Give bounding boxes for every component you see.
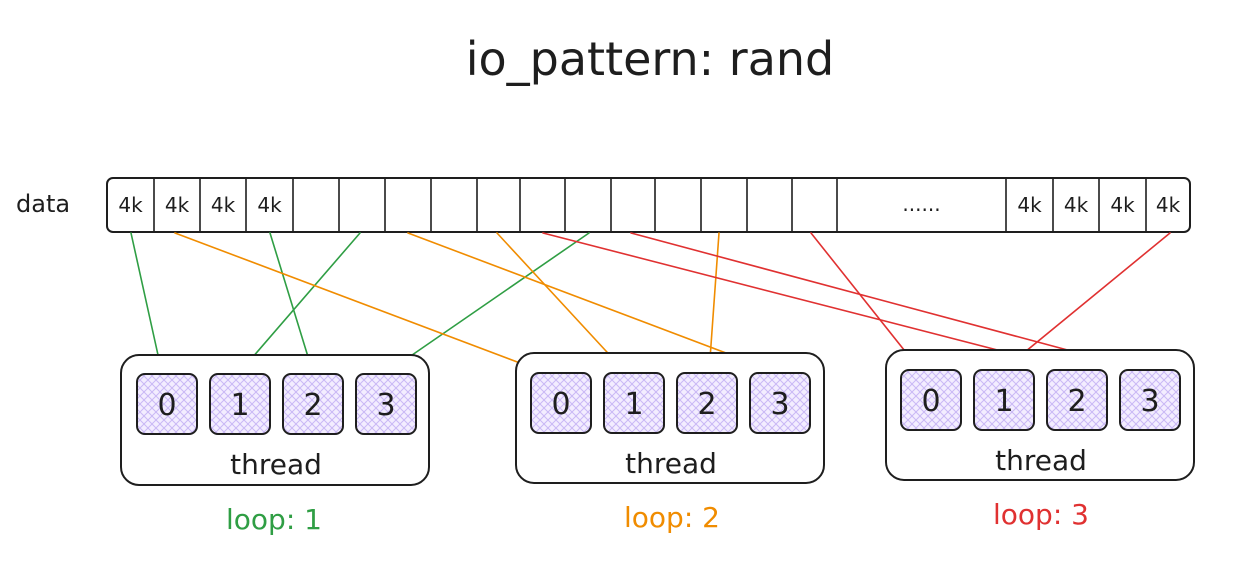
slot-box: [282, 373, 344, 435]
thread-slot-0: 0: [530, 372, 592, 434]
cell-label: 4k: [1156, 193, 1181, 217]
connection-line-loop-2: [407, 232, 780, 374]
diagram-title: io_pattern: rand: [466, 32, 835, 86]
cell-ellipsis: ......: [902, 192, 940, 216]
slot-label: 3: [376, 388, 395, 423]
slot-box: [530, 372, 592, 434]
slot-label: 0: [551, 387, 570, 422]
thread-group-2: 0 1 2 3 thread: [515, 352, 825, 484]
thread-label: thread: [625, 447, 717, 480]
connection-line-loop-3: [542, 232, 1076, 371]
slot-box: [603, 372, 665, 434]
thread-box: [885, 349, 1195, 481]
thread-group-3: 0 1 2 3 thread: [885, 349, 1195, 481]
slot-box: [900, 369, 962, 431]
thread-box: [515, 352, 825, 484]
data-label: data: [16, 190, 70, 218]
slot-label: 2: [1067, 384, 1086, 419]
slot-box: [749, 372, 811, 434]
cell-label: 4k: [257, 193, 282, 217]
thread-slot-1: 1: [973, 369, 1035, 431]
cell-label: 4k: [1064, 193, 1089, 217]
thread-label: thread: [230, 448, 322, 481]
connection-line-loop-3: [630, 232, 1143, 371]
thread-slot-1: 1: [209, 373, 271, 435]
connection-line-loop-2: [174, 232, 558, 378]
slot-box: [1046, 369, 1108, 431]
thread-label: thread: [995, 444, 1087, 477]
slot-label: 0: [157, 388, 176, 423]
slot-label: 1: [624, 387, 643, 422]
cell-label: 4k: [1110, 193, 1135, 217]
loop-label-2: loop: 2: [624, 501, 720, 534]
slot-label: 3: [1140, 384, 1159, 419]
thread-slot-3: 3: [1119, 369, 1181, 431]
slot-box: [676, 372, 738, 434]
slot-box: [355, 373, 417, 435]
cell-label: 4k: [1017, 193, 1042, 217]
cell-label: 4k: [165, 193, 190, 217]
slot-box: [209, 373, 271, 435]
slot-label: 1: [230, 388, 249, 423]
slot-label: 2: [303, 388, 322, 423]
thread-slot-2: 2: [1046, 369, 1108, 431]
connection-line-loop-1: [130, 232, 163, 374]
slot-label: 1: [994, 384, 1013, 419]
connection-line-loop-1: [269, 232, 314, 374]
slot-label: 0: [921, 384, 940, 419]
connection-line-loop-3: [1002, 232, 1171, 371]
thread-slot-2: 2: [282, 373, 344, 435]
thread-slot-0: 0: [136, 373, 198, 435]
slot-label: 3: [770, 387, 789, 422]
slot-label: 2: [697, 387, 716, 422]
data-strip: 4k 4k 4k 4k...... 4k 4k 4k 4k: [106, 177, 1191, 233]
cell-label: 4k: [118, 193, 143, 217]
slot-box: [1119, 369, 1181, 431]
data-strip-outline: [106, 177, 1191, 233]
thread-slot-3: 3: [749, 372, 811, 434]
thread-group-1: 0 1 2 3 thread: [120, 354, 430, 486]
thread-slot-1: 1: [603, 372, 665, 434]
slot-box: [973, 369, 1035, 431]
cell-label: 4k: [211, 193, 236, 217]
loop-label-3: loop: 3: [993, 498, 1089, 531]
connection-line-loop-1: [238, 232, 361, 374]
connection-line-loop-3: [810, 232, 921, 371]
slot-box: [136, 373, 198, 435]
connection-line-loop-1: [385, 232, 590, 374]
loop-label-1: loop: 1: [226, 503, 322, 536]
thread-slot-0: 0: [900, 369, 962, 431]
thread-slot-2: 2: [676, 372, 738, 434]
thread-slot-3: 3: [355, 373, 417, 435]
